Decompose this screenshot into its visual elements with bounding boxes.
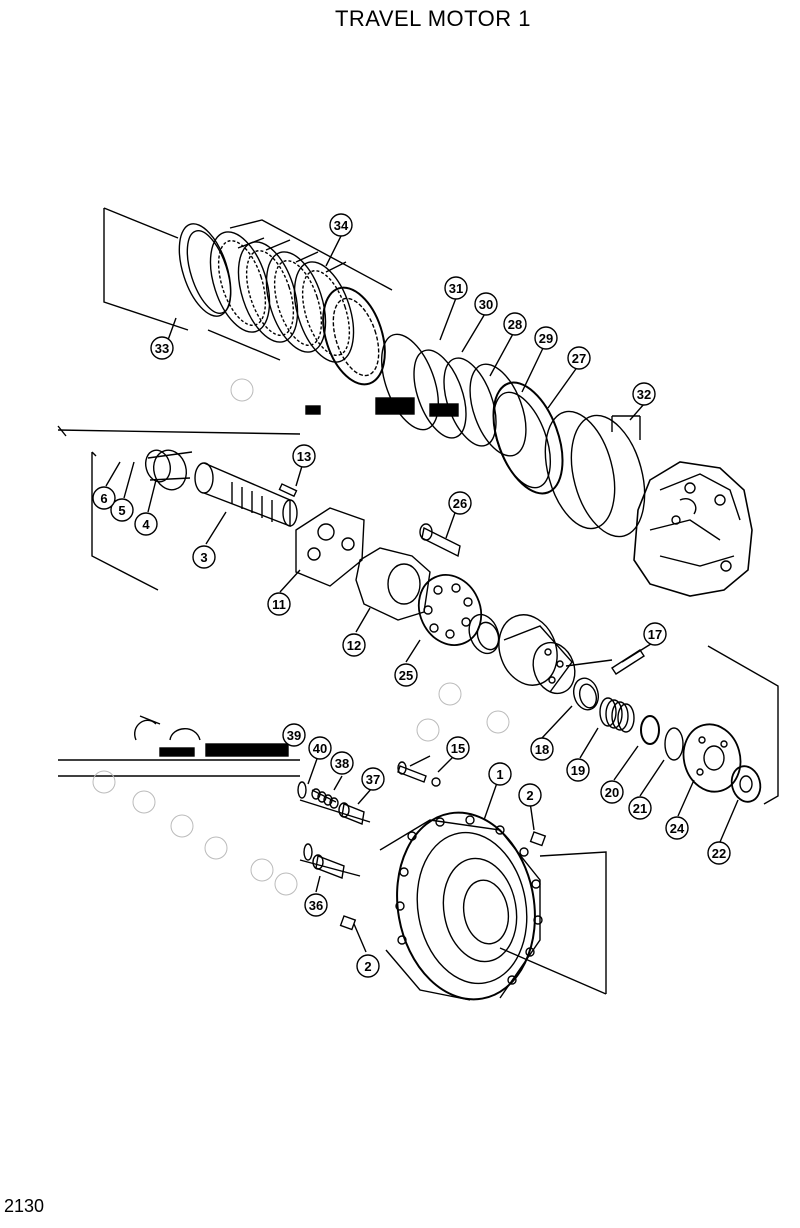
svg-text:2: 2 — [526, 788, 533, 803]
drive-shaft-part — [194, 462, 298, 528]
motor-housing-part — [633, 461, 753, 597]
callout-19: 19 — [566, 758, 590, 782]
svg-text:30: 30 — [479, 297, 493, 312]
svg-text:6: 6 — [100, 491, 107, 506]
svg-text:26: 26 — [453, 496, 467, 511]
friction-plate-stack — [209, 231, 386, 386]
callout-28: 28 — [503, 312, 527, 336]
svg-text:17: 17 — [648, 627, 662, 642]
svg-text:22: 22 — [712, 846, 726, 861]
svg-text:33: 33 — [155, 341, 169, 356]
callout-12: 12 — [342, 633, 366, 657]
svg-text:37: 37 — [366, 772, 380, 787]
gear-hub-part — [379, 811, 543, 1001]
callout-3: 3 — [192, 545, 216, 569]
callout-40: 40 — [308, 736, 332, 760]
swash-plate-part — [295, 507, 365, 587]
callout-5: 5 — [110, 498, 134, 522]
svg-text:25: 25 — [399, 668, 413, 683]
svg-text:19: 19 — [571, 763, 585, 778]
svg-text:31: 31 — [449, 281, 463, 296]
o-ring-part — [380, 333, 440, 431]
callout-4: 4 — [134, 512, 158, 536]
callout-6: 6 — [92, 486, 116, 510]
diagram-title: TRAVEL MOTOR 1 — [334, 6, 532, 31]
svg-text:36: 36 — [309, 898, 323, 913]
cover-plate-part — [682, 723, 742, 793]
svg-text:29: 29 — [539, 331, 553, 346]
svg-text:39: 39 — [287, 728, 301, 743]
svg-text:3: 3 — [200, 550, 207, 565]
svg-text:34: 34 — [334, 218, 349, 233]
svg-text:27: 27 — [572, 351, 586, 366]
o-ring-large-part — [544, 410, 616, 530]
svg-text:28: 28 — [508, 317, 522, 332]
callout-33: 33 — [150, 336, 174, 360]
callout-21: 21 — [628, 796, 652, 820]
callout-30: 30 — [474, 292, 498, 316]
callout-22: 22 — [707, 841, 731, 865]
bearing-part — [153, 449, 187, 491]
callout-2-lower: 2 — [356, 954, 380, 978]
svg-text:5: 5 — [118, 503, 125, 518]
snap-ring-part — [178, 223, 232, 317]
svg-text:40: 40 — [313, 741, 327, 756]
svg-text:15: 15 — [451, 741, 465, 756]
cylinder-block-part — [498, 614, 576, 695]
callout-34: 34 — [329, 213, 353, 237]
svg-text:13: 13 — [297, 449, 311, 464]
callout-29: 29 — [534, 326, 558, 350]
svg-text:4: 4 — [142, 517, 150, 532]
valve-plate-part — [417, 574, 483, 646]
svg-text:20: 20 — [605, 785, 619, 800]
callout-31: 31 — [444, 276, 468, 300]
brake-piston-part — [492, 381, 564, 495]
callout-labels: 1 2 2 3 4 5 6 11 12 13 15 17 18 19 20 21… — [92, 213, 731, 978]
end-bearing-part — [730, 765, 762, 803]
callout-17: 17 — [643, 622, 667, 646]
callout-36: 36 — [304, 893, 328, 917]
callout-1: 1 — [488, 762, 512, 786]
callout-13: 13 — [292, 444, 316, 468]
callout-24: 24 — [665, 816, 689, 840]
svg-text:38: 38 — [335, 756, 349, 771]
svg-text:1: 1 — [496, 767, 503, 782]
callout-38: 38 — [330, 751, 354, 775]
callout-39: 39 — [282, 723, 306, 747]
svg-text:21: 21 — [633, 801, 647, 816]
svg-text:12: 12 — [347, 638, 361, 653]
callout-26: 26 — [448, 491, 472, 515]
callout-27: 27 — [567, 346, 591, 370]
svg-text:32: 32 — [637, 387, 651, 402]
callout-2-upper: 2 — [518, 783, 542, 807]
callout-11: 11 — [267, 592, 291, 616]
callout-25: 25 — [394, 663, 418, 687]
callout-15: 15 — [446, 736, 470, 760]
callout-37: 37 — [361, 767, 385, 791]
svg-text:2: 2 — [364, 959, 371, 974]
svg-text:11: 11 — [272, 597, 286, 612]
callout-32: 32 — [632, 382, 656, 406]
callout-20: 20 — [600, 780, 624, 804]
spring-part — [599, 697, 635, 733]
page-number: 2130 — [4, 1196, 45, 1216]
callout-18: 18 — [530, 737, 554, 761]
svg-text:24: 24 — [670, 821, 685, 836]
svg-text:18: 18 — [535, 742, 549, 757]
